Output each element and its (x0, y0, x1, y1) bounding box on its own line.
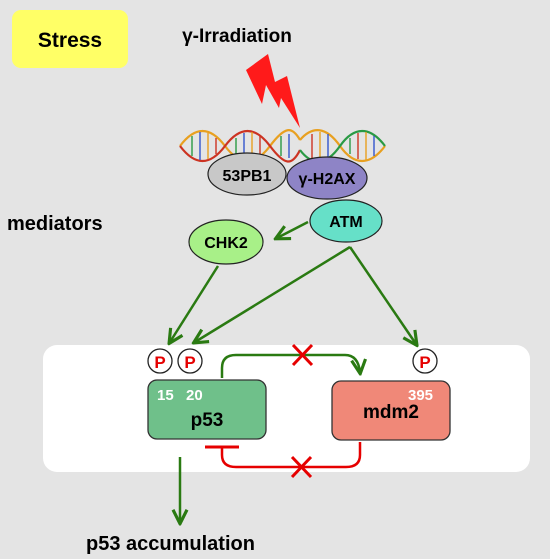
block-mark-bottom (290, 455, 313, 479)
node-h2ax-label: γ-H2AX (299, 171, 356, 188)
node-mdm2-label: mdm2 (363, 402, 419, 423)
node-chk2-label: CHK2 (204, 235, 248, 252)
mdm2-site-395: 395 (408, 387, 433, 404)
dna-helix-icon (179, 129, 386, 163)
phospho-p53-s20: P (177, 348, 203, 374)
phospho-symbol: P (184, 353, 195, 372)
mediators-label: mediators (7, 213, 103, 235)
node-53pb1-label: 53PB1 (223, 168, 272, 185)
p53-site-20: 20 (186, 387, 203, 404)
phospho-mdm2-s395: P (412, 348, 438, 374)
node-53pb1: 53PB1 (207, 152, 287, 196)
phospho-symbol: P (154, 353, 165, 372)
node-p53: 15 20 p53 (147, 379, 267, 440)
node-atm-label: ATM (329, 214, 362, 231)
arrow-atm-to-chk2 (277, 220, 309, 238)
p53-accumulation-label: p53 accumulation (86, 533, 255, 555)
p53-site-15: 15 (157, 387, 174, 404)
phospho-symbol: P (419, 353, 430, 372)
node-atm: ATM (309, 199, 383, 243)
stress-label: Stress (38, 29, 102, 52)
arrow-p53-to-mdm2 (220, 353, 360, 378)
stress-box: Stress (12, 10, 128, 68)
arrow-atm-to-mdm2 (348, 246, 416, 344)
p53-mdm2-panel (43, 345, 530, 472)
inhibit-mdm2-to-p53 (220, 442, 362, 469)
node-h2ax: γ-H2AX (286, 156, 368, 200)
arrow-atm-to-p53 (195, 245, 351, 342)
lightning-bolt-icon (246, 54, 300, 128)
block-mark-top (291, 343, 314, 367)
phospho-p53-s15: P (147, 348, 173, 374)
node-mdm2: 395 mdm2 (331, 380, 451, 441)
node-chk2: CHK2 (188, 219, 264, 265)
arrow-chk2-to-p53 (170, 265, 220, 342)
stress-box-bg (12, 10, 128, 68)
node-p53-label: p53 (191, 410, 224, 431)
irradiation-label: γ-Irradiation (182, 26, 292, 47)
